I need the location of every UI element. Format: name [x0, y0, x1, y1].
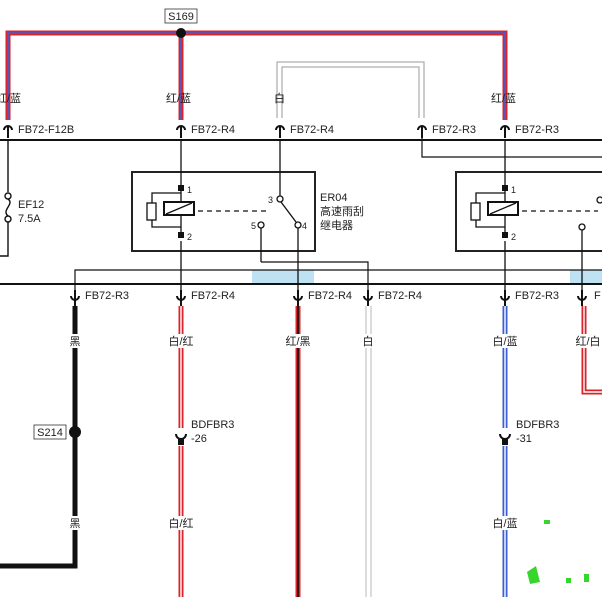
splice-s169-label: S169	[168, 11, 194, 23]
splice-s169-box	[164, 8, 198, 24]
connector-label-top-1: FB72-F12B	[18, 124, 74, 136]
connector-label-bottom-6: F	[594, 290, 601, 302]
wire-pin5-route	[261, 261, 369, 300]
relay-pin-3: 3	[268, 195, 273, 205]
wire-color-top-2: 红/蓝	[166, 92, 191, 105]
relay-pin-1: 1	[187, 185, 192, 195]
connector-label-bottom-2: FB72-R4	[191, 290, 235, 302]
connector-label-top-5: FB72-R3	[515, 124, 559, 136]
wire-color-mid-3: 红/黑	[285, 335, 310, 348]
wire-color-mid-4: 白	[363, 334, 374, 348]
connector-label-bottom-4: FB72-R4	[378, 290, 422, 302]
highlight-strip-2	[570, 270, 602, 284]
relay-right-pin-2: 2	[511, 232, 516, 242]
relay-right-pin-1: 1	[511, 185, 516, 195]
wire-color-low-2: 白/红	[168, 516, 193, 530]
wire-color-top-4: 红/蓝	[491, 92, 516, 105]
connector-label-bottom-3: FB72-R4	[308, 290, 352, 302]
relay-pin-4: 4	[302, 221, 307, 231]
wire-r3-route	[421, 138, 602, 158]
connector-label-top-2: FB72-R4	[191, 124, 235, 136]
relay-right-box	[455, 171, 602, 252]
relay-name-line1: 高速雨刮	[320, 204, 364, 218]
relay-pin-2: 2	[187, 232, 192, 242]
inline-connector-31-name: BDFBR3	[516, 419, 559, 431]
wire-black	[0, 306, 78, 569]
connector-label-top-3: FB72-R4	[290, 124, 334, 136]
wire-red-white	[581, 306, 602, 395]
splice-s169-dot	[176, 28, 186, 38]
connector-label-bottom-5: FB72-R3	[515, 290, 559, 302]
fuse-ef12	[0, 140, 12, 257]
inline-connector-26-name: BDFBR3	[191, 419, 234, 431]
wire-white	[365, 306, 372, 597]
wire-color-low-1: 黑	[70, 517, 81, 530]
relay-er04-switch	[257, 140, 302, 300]
top-red-blue-bus	[5, 30, 508, 120]
relay-er04-coil	[146, 140, 266, 300]
wire-color-top-3: 白	[274, 91, 285, 105]
wire-color-mid-6: 红/白	[575, 334, 600, 348]
splice-s214-box	[33, 424, 67, 440]
relay-right-coil	[470, 140, 602, 300]
green-marks	[527, 520, 589, 584]
highlight-strip-1	[252, 270, 314, 284]
white-loop-wire	[276, 61, 425, 118]
inline-connector-31-pin: -31	[516, 433, 532, 445]
wire-color-low-3: 白/蓝	[492, 516, 517, 530]
splice-s214-dot	[69, 426, 81, 438]
fuse-name: EF12	[18, 199, 44, 211]
splice-s214-label: S214	[37, 427, 63, 439]
relay-pin-5: 5	[251, 221, 256, 231]
wire-color-mid-1: 黑	[70, 335, 81, 348]
wire-color-top-1: 红/蓝	[0, 92, 21, 105]
inline-connector-26-pin: -26	[191, 433, 207, 445]
fuse-rating: 7.5A	[18, 213, 41, 225]
relay-name-line2: 继电器	[320, 219, 353, 232]
wire-color-mid-2: 白/红	[168, 334, 193, 348]
connector-label-top-4: FB72-R3	[432, 124, 476, 136]
connector-label-bottom-1: FB72-R3	[85, 290, 129, 302]
wire-color-mid-5: 白/蓝	[492, 334, 517, 348]
relay-id: ER04	[320, 192, 348, 204]
relay-er04-box	[131, 171, 316, 252]
